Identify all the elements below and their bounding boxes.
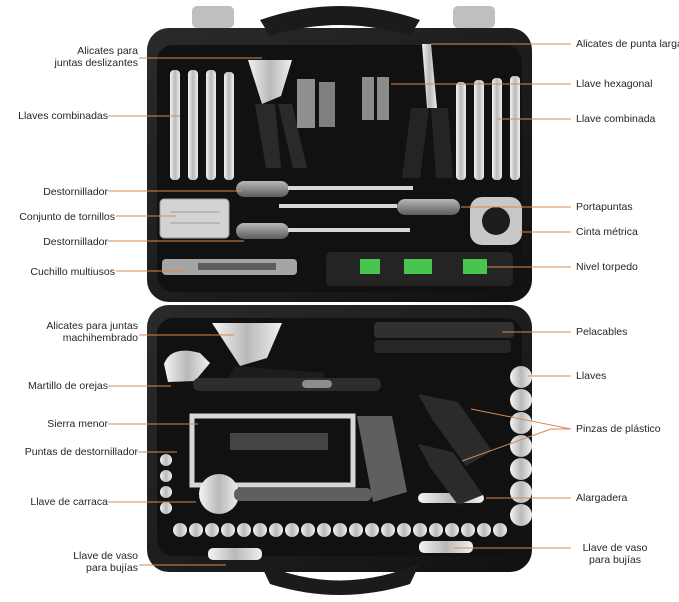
pliers-top-left xyxy=(248,60,307,168)
label-left-10: Puntas de destornillador xyxy=(24,446,138,458)
label-right-2: Llave hexagonal xyxy=(576,78,653,90)
label-left-11: Llave de carraca xyxy=(30,496,108,508)
label-left-2: Llaves combinadas xyxy=(18,110,108,122)
label-right-3: Llave combinada xyxy=(576,113,656,125)
utility-knife xyxy=(162,259,297,275)
hex-keys xyxy=(297,77,389,128)
hack-saw xyxy=(189,413,407,502)
socket-column-left xyxy=(160,454,172,514)
long-nose-pliers xyxy=(402,44,453,178)
label-left-6: Cuchillo multiusos xyxy=(30,266,115,278)
label-left-9: Sierra menor xyxy=(47,418,108,430)
label-left-3: Destornillador xyxy=(43,186,108,198)
label-right-8: Llaves xyxy=(576,370,607,382)
label-left-5: Destornillador xyxy=(43,236,108,248)
spark-plug-sockets xyxy=(208,541,473,560)
ratchet xyxy=(199,474,372,514)
wrenches-right xyxy=(456,76,520,180)
tape-measure xyxy=(470,197,522,245)
wrenches-left xyxy=(170,70,234,180)
wire-stripper xyxy=(374,322,514,353)
label-left-4: Conjunto de tornillos xyxy=(19,211,115,223)
socket-row xyxy=(173,523,507,537)
label-right-1: Alicates de punta larga xyxy=(576,38,679,50)
leader-lines xyxy=(108,43,572,566)
label-right-6: Nivel torpedo xyxy=(576,261,638,273)
screw-set xyxy=(159,198,230,239)
label-right-9: Pinzas de plástico xyxy=(576,423,661,435)
label-left-8: Martillo de orejas xyxy=(28,380,108,392)
label-right-4: Portapuntas xyxy=(576,201,633,213)
screwdriver-bits xyxy=(230,433,328,450)
screwdrivers-top xyxy=(236,181,460,239)
label-right-5: Cinta métrica xyxy=(576,226,638,238)
label-right-7: Pelacables xyxy=(576,326,628,338)
torpedo-level xyxy=(326,252,513,286)
label-right-10: Alargadera xyxy=(576,492,628,504)
claw-hammer xyxy=(164,350,381,391)
plastic-pliers xyxy=(418,394,492,505)
